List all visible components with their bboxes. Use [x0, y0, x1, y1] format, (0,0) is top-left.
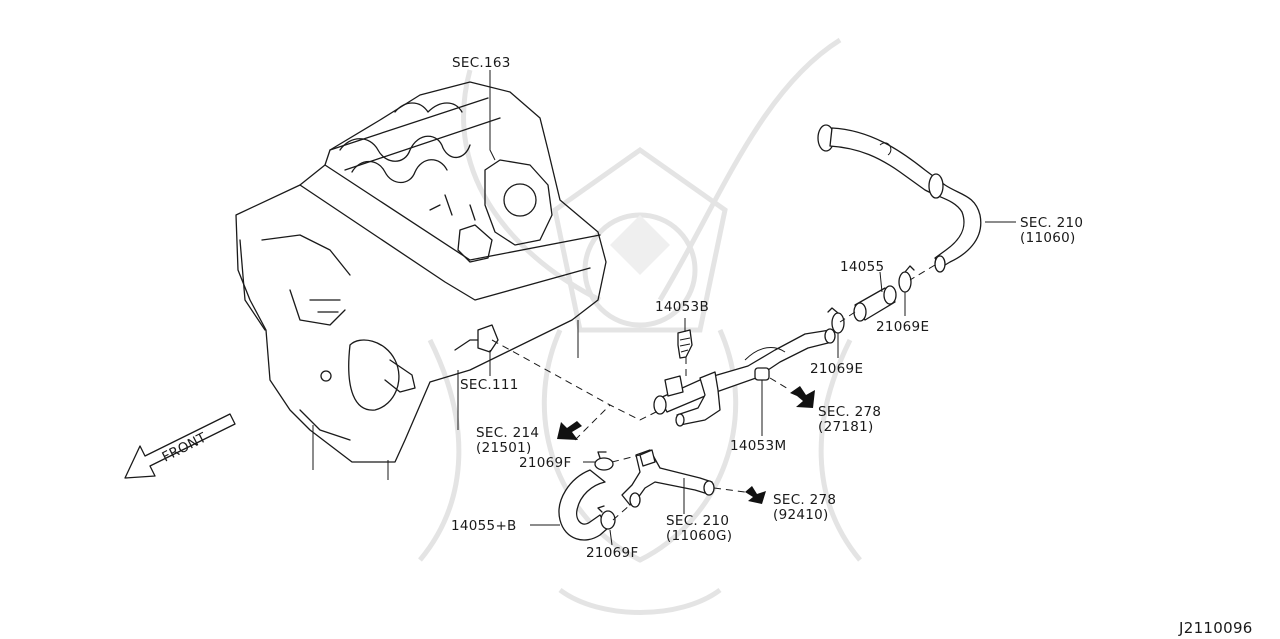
assembly-line [839, 311, 856, 323]
part-label-14053b: 14053B [655, 299, 709, 315]
callout-sec214-code: (21501) [476, 440, 532, 456]
callout-sec210-lower-title: SEC. 210 [666, 513, 729, 529]
clamp-21069f-upper [594, 451, 614, 471]
callout-sec214-title: SEC. 214 [476, 425, 539, 441]
part-label-21069f-lower: 21069F [586, 545, 639, 561]
callout-sec278-upper-title: SEC. 278 [818, 404, 881, 420]
callout-sec111: SEC.111 [460, 377, 519, 393]
water-pipe-14053m [653, 328, 836, 427]
part-label-14053m: 14053M [730, 438, 786, 454]
callout-sec210-lower-code: (11060G) [666, 528, 732, 544]
callout-sec210-upper-title: SEC. 210 [1020, 215, 1083, 231]
arrow-sec278-lower-icon [745, 486, 766, 504]
part-label-21069e-upper: 21069E [876, 319, 929, 335]
lower-water-pipe [621, 449, 715, 508]
diagram-id: J2110096 [1178, 619, 1253, 637]
arrow-sec278-upper-icon [790, 386, 815, 408]
callout-sec278-lower-code: (92410) [773, 507, 829, 523]
part-label-21069e-lower: 21069E [810, 361, 863, 377]
callout-sec278-lower-title: SEC. 278 [773, 492, 836, 508]
assembly-line [909, 264, 936, 281]
hose-14055 [853, 285, 897, 322]
part-label-21069f-upper: 21069F [519, 455, 572, 471]
arrow-sec214-icon [557, 421, 582, 440]
clamp-21069e-lower [827, 307, 845, 334]
clamp-21069f-lower [597, 505, 616, 530]
front-label: FRONT [160, 429, 210, 465]
upper-water-pipe [817, 124, 982, 273]
bolt-14053b [677, 329, 693, 359]
part-label-14055: 14055 [840, 259, 884, 275]
callout-sec278-upper-code: (27181) [818, 419, 874, 435]
watermark-emblem [418, 37, 862, 615]
leader-lines [489, 70, 1016, 546]
callout-sec210-upper-code: (11060) [1020, 230, 1076, 246]
engine-block [235, 81, 607, 480]
front-arrow-icon [124, 413, 236, 479]
hose-14055b [558, 469, 609, 541]
assembly-lines [491, 339, 791, 521]
part-label-14055b: 14055+B [451, 518, 517, 534]
callout-sec163: SEC.163 [452, 55, 511, 71]
